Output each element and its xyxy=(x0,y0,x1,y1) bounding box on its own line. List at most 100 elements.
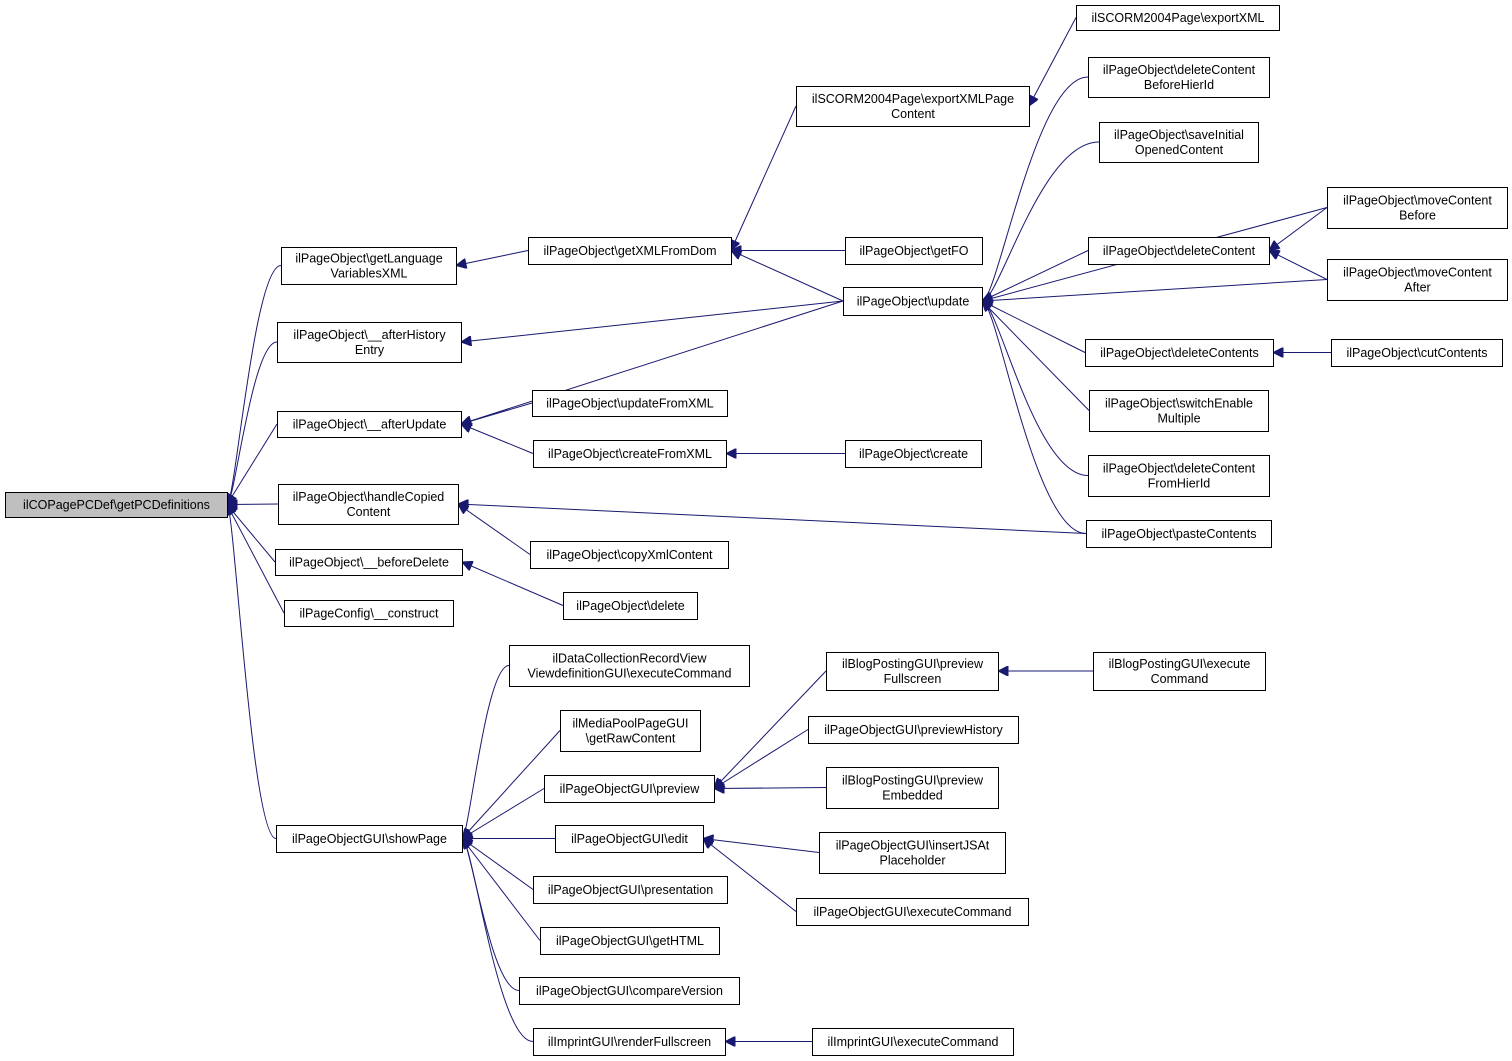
node-ilpageobject-updatefromxml[interactable]: ilPageObject\updateFromXML xyxy=(532,390,728,417)
node-box xyxy=(281,247,457,285)
node-label-line: ilPageObjectGUI\compareVersion xyxy=(536,984,723,998)
node-label-line: ilPageObjectGUI\getHTML xyxy=(556,934,704,948)
node-box xyxy=(276,825,463,853)
edge-n12-to-n3 xyxy=(461,300,844,424)
node-ilmediapoolpagegui-getrawcontent[interactable]: ilMediaPoolPageGUI\getRawContent xyxy=(560,710,701,752)
node-ilscorm2004page-exportxml[interactable]: ilSCORM2004Page\exportXML xyxy=(1076,5,1280,31)
node-box xyxy=(843,287,983,316)
node-label-line: ilPageObject\getLanguage xyxy=(295,252,442,266)
node-label-line: ilPageObject\updateFromXML xyxy=(546,397,713,411)
node-ilpageobjectgui-compareversion[interactable]: ilPageObjectGUI\compareVersion xyxy=(519,977,740,1005)
edge-n25-to-n12 xyxy=(982,301,1090,411)
node-ilpageobject-getfo[interactable]: ilPageObject\getFO xyxy=(845,237,983,265)
node-ilpageobjectgui-gethtml[interactable]: ilPageObjectGUI\getHTML xyxy=(540,927,720,955)
node-ilpageobjectgui-preview[interactable]: ilPageObjectGUI\preview xyxy=(544,775,715,803)
node-label-line: ilPageObject\copyXmlContent xyxy=(546,548,713,562)
node-ilpageobject-beforedelete[interactable]: ilPageObject\__beforeDelete xyxy=(275,549,463,576)
edge-n33-to-n7 xyxy=(462,839,541,941)
node-label-line: ilPageObject\create xyxy=(859,447,968,461)
node-label-line: BeforeHierId xyxy=(1144,78,1214,92)
node-ilpageobject-deletecontent[interactable]: ilPageObject\deleteContent xyxy=(1088,237,1270,265)
node-box xyxy=(808,716,1019,744)
node-box xyxy=(509,645,750,687)
node-box xyxy=(1099,122,1259,163)
node-box xyxy=(278,484,459,525)
node-ildatacollectionrecordviewviewdefinitiongui-executecommand[interactable]: ilDataCollectionRecordViewViewdefinition… xyxy=(509,645,750,687)
node-box xyxy=(533,876,728,904)
edge-n35-to-n7 xyxy=(462,839,534,1042)
node-ilpageobjectgui-previewhistory[interactable]: ilPageObjectGUI\previewHistory xyxy=(808,716,1019,744)
node-ilpageobject-update[interactable]: ilPageObject\update xyxy=(843,287,983,316)
node-ilpageobject-delete[interactable]: ilPageObject\delete xyxy=(563,592,698,620)
node-box xyxy=(1327,259,1508,301)
edge-n22-to-n20 xyxy=(1269,251,1328,280)
node-ilpageobject-cutcontents[interactable]: ilPageObject\cutContents xyxy=(1331,339,1503,367)
node-box xyxy=(796,86,1030,127)
node-box xyxy=(1086,520,1272,548)
node-box xyxy=(819,832,1006,874)
node-label-line: ViewdefinitionGUI\executeCommand xyxy=(527,667,731,681)
node-box xyxy=(563,592,698,620)
node-box xyxy=(560,710,701,752)
node-ilpageobjectgui-showpage[interactable]: ilPageObjectGUI\showPage xyxy=(276,825,463,853)
node-ilpageconfig-construct[interactable]: ilPageConfig\__construct xyxy=(284,600,454,627)
node-ilpageobjectgui-executecommand[interactable]: ilPageObjectGUI\executeCommand xyxy=(796,898,1029,926)
node-label-line: ilSCORM2004Page\exportXML xyxy=(1092,11,1265,25)
node-label-line: ilPageObject\update xyxy=(857,295,970,309)
node-label-line: FromHierId xyxy=(1148,477,1211,491)
node-ilpageobject-create[interactable]: ilPageObject\create xyxy=(845,440,982,468)
edge-n32-to-n7 xyxy=(462,839,534,890)
node-box xyxy=(1089,390,1269,432)
node-ilpageobject-getxmlfromdom[interactable]: ilPageObject\getXMLFromDom xyxy=(528,237,732,265)
node-label-line: ilDataCollectionRecordView xyxy=(552,652,707,666)
node-label-line: ilPageObject\__afterHistory xyxy=(293,328,446,342)
node-box xyxy=(277,411,462,438)
node-label-line: ilPageObject\__afterUpdate xyxy=(293,418,447,432)
node-ilpageobject-copyxmlcontent[interactable]: ilPageObject\copyXmlContent xyxy=(530,541,729,569)
node-box xyxy=(1093,652,1266,691)
node-ilpageobjectgui-edit[interactable]: ilPageObjectGUI\edit xyxy=(555,825,704,853)
node-ilimprintgui-renderfullscreen[interactable]: ilImprintGUI\renderFullscreen xyxy=(533,1028,726,1056)
node-label-line: ilPageObject\createFromXML xyxy=(548,447,712,461)
node-label-line: Embedded xyxy=(882,789,943,803)
node-label-line: Content xyxy=(891,107,935,121)
node-label-line: ilPageObject\delete xyxy=(576,599,684,613)
node-layer: ilCOPagePCDef\getPCDefinitions ilPageObje… xyxy=(5,5,1508,1056)
edge-n8-to-n1 xyxy=(456,250,529,266)
node-box xyxy=(796,898,1029,926)
node-ilpageobjectgui-presentation[interactable]: ilPageObjectGUI\presentation xyxy=(533,876,728,904)
edge-n12-to-n2 xyxy=(461,300,844,342)
node-ilpageobject-pastecontents[interactable]: ilPageObject\pasteContents xyxy=(1086,520,1272,548)
node-ilpageobject-deletecontents[interactable]: ilPageObject\deleteContents xyxy=(1085,339,1274,367)
node-ilpageobject-afterupdate[interactable]: ilPageObject\__afterUpdate xyxy=(277,411,462,438)
node-ilcopagepcdef-getpcdefinitions[interactable]: ilCOPagePCDef\getPCDefinitions xyxy=(5,492,228,518)
node-ilpageobject-createfromxml[interactable]: ilPageObject\createFromXML xyxy=(533,440,727,468)
node-ilimprintgui-executecommand[interactable]: ilImprintGUI\executeCommand xyxy=(812,1028,1014,1056)
node-box xyxy=(1085,339,1274,367)
node-label-line: ilPageObject\pasteContents xyxy=(1102,527,1257,541)
node-box xyxy=(533,440,727,468)
edge-n36-to-n30 xyxy=(714,670,827,789)
edge-n26-to-n12 xyxy=(982,301,1089,476)
edge-n10-to-n9 xyxy=(1029,17,1077,107)
edge-n4-to-n0 xyxy=(227,504,279,505)
node-box xyxy=(532,390,728,417)
node-label-line: ilBlogPostingGUI\preview xyxy=(842,774,984,788)
node-label-line: ilPageObject\saveInitial xyxy=(1114,128,1244,142)
node-label-line: Fullscreen xyxy=(884,672,942,686)
node-ilblogpostinggui-executecommand[interactable]: ilBlogPostingGUI\executeCommand xyxy=(1093,652,1266,691)
edge-n21-to-n20 xyxy=(1269,207,1328,251)
